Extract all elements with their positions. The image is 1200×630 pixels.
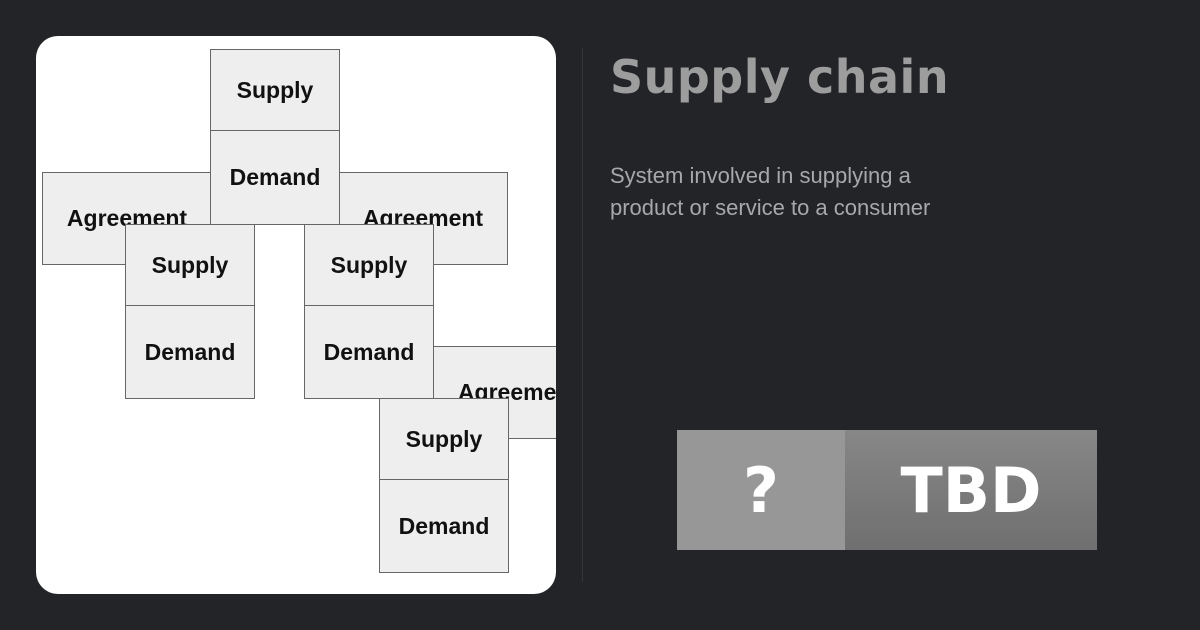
diagram-card: Agreement Agreement Agreement Supply Dem… <box>36 36 556 594</box>
page-title: Supply chain <box>610 50 950 104</box>
supply-box-right: Supply <box>304 224 434 306</box>
page-description: System involved in supplying a product o… <box>610 163 931 220</box>
demand-box-bottom: Demand <box>379 479 509 573</box>
status-badge-text: TBD <box>845 430 1097 550</box>
supply-box-top: Supply <box>210 49 340 131</box>
demand-box-right: Demand <box>304 305 434 399</box>
supply-box-left: Supply <box>125 224 255 306</box>
supply-box-bottom: Supply <box>379 398 509 480</box>
question-mark-icon: ? <box>677 430 845 550</box>
status-badge: ? TBD <box>677 430 1097 550</box>
vertical-divider <box>582 48 583 582</box>
demand-box-left: Demand <box>125 305 255 399</box>
demand-box-top: Demand <box>210 130 340 225</box>
